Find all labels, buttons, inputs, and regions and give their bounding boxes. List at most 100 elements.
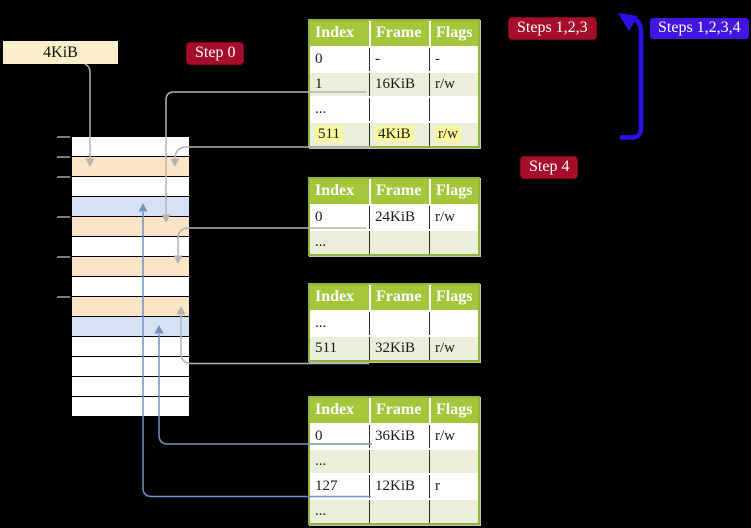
address-tick (57, 296, 70, 298)
memory-row-white (72, 337, 189, 357)
table-cell (369, 231, 429, 254)
table-cell: r (429, 475, 478, 498)
table-cell: ... (315, 315, 327, 331)
table-cell (369, 312, 429, 335)
memory-row-white (72, 377, 189, 397)
table-cell: r/w (429, 73, 478, 96)
table-cell (429, 231, 478, 254)
column-header-flags: Flags (429, 21, 478, 46)
table-cell: ... (315, 503, 327, 519)
memory-row-white (72, 137, 189, 157)
arrow-t1-entry511-to-frame-4kib (174, 146, 371, 160)
address-tick (57, 216, 70, 218)
table-row: 511 4KiB r/w (310, 121, 478, 146)
memory-row-peach (72, 257, 189, 277)
memory-row-peach (72, 217, 189, 237)
memory-row-white (72, 177, 189, 197)
table-cell: 511 (310, 123, 369, 146)
memory-row-white (72, 277, 189, 297)
table-row: 0 -- (310, 46, 478, 71)
table-cell: 16KiB (369, 73, 429, 96)
column-header-flags: Flags (429, 179, 478, 204)
address-tick (57, 256, 70, 258)
memory-row-blue (72, 317, 189, 337)
table-cell (429, 98, 478, 121)
table-cell: 36KiB (369, 425, 429, 448)
memory-row-white (72, 237, 189, 257)
table-row: ... (310, 229, 478, 254)
highlighted-value: 4KiB (375, 126, 414, 142)
table-cell: r/w (429, 337, 478, 360)
address-tick (57, 156, 70, 158)
table-cell: 24KiB (369, 206, 429, 229)
highlighted-value: 511 (315, 126, 343, 142)
table-cell (369, 98, 429, 121)
table-cell: 0 (315, 51, 323, 67)
steps-123-badge: Steps 1,2,3 (509, 18, 596, 39)
table-cell (369, 450, 429, 473)
table-cell: 12KiB (369, 475, 429, 498)
table-cell: r/w (429, 123, 478, 146)
table-cell: 0 (315, 428, 323, 444)
column-header-index: Index (315, 401, 355, 418)
table-row: ... (310, 310, 478, 335)
column-header-index: Index (315, 182, 355, 199)
column-header-frame: Frame (369, 21, 429, 46)
memory-row-peach (72, 157, 189, 177)
table-cell: 32KiB (369, 337, 429, 360)
step-0-badge: Step 0 (187, 43, 244, 64)
table-cell: 4KiB (369, 123, 429, 146)
recursive-loop-arrowhead (618, 13, 638, 31)
address-tick (57, 136, 70, 138)
memory-strip (71, 136, 190, 417)
table-row: ... (310, 96, 478, 121)
column-header-flags: Flags (429, 285, 478, 310)
table-cell: 1 (315, 76, 323, 92)
step-4-badge: Step 4 (521, 157, 578, 178)
frame-size-box: 4KiB (3, 41, 118, 64)
table-cell (429, 312, 478, 335)
table-cell (429, 450, 478, 473)
table-cell: ... (315, 101, 327, 117)
column-header-frame: Frame (369, 179, 429, 204)
memory-row-white (72, 357, 189, 377)
memory-row-peach (72, 297, 189, 317)
table-cell (369, 500, 429, 523)
table-cell: - (429, 48, 478, 71)
highlighted-value: r/w (435, 126, 461, 142)
table-cell: ... (315, 234, 327, 250)
table-row: ... (310, 498, 478, 523)
table-row: ... (310, 448, 478, 473)
column-header-flags: Flags (429, 398, 478, 423)
column-header-frame: Frame (369, 398, 429, 423)
recursive-loop-arrow (620, 16, 644, 140)
table-cell (429, 500, 478, 523)
memory-row-blue (72, 197, 189, 217)
column-header-index: Index (315, 24, 355, 41)
steps-1234-badge: Steps 1,2,3,4 (650, 18, 749, 39)
table-cell: ... (315, 453, 327, 469)
table-cell: 127 (315, 478, 338, 494)
address-tick (57, 176, 70, 178)
column-header-frame: Frame (369, 285, 429, 310)
table-cell: r/w (429, 425, 478, 448)
table-cell: - (369, 48, 429, 71)
table-cell: 0 (315, 209, 323, 225)
column-header-index: Index (315, 288, 355, 305)
table-cell: 511 (315, 340, 337, 356)
table-cell: r/w (429, 206, 478, 229)
